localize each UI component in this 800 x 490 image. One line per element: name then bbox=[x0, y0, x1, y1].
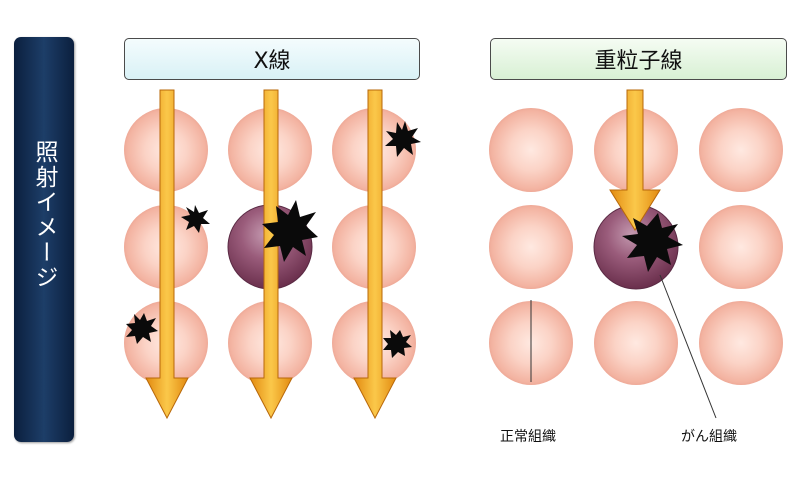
cancer-tissue-leader bbox=[659, 274, 717, 419]
xray-beam-arrow bbox=[353, 89, 397, 420]
damage-burst bbox=[622, 213, 683, 272]
damage-burst bbox=[126, 313, 158, 344]
side-bar bbox=[14, 37, 74, 442]
particle-beam bbox=[609, 89, 661, 231]
damage-burst bbox=[262, 200, 318, 262]
xray-beam-arrow bbox=[145, 89, 189, 420]
normal-cell bbox=[699, 205, 783, 289]
normal-cell bbox=[489, 108, 573, 192]
side-label: 照射イメージ bbox=[31, 140, 57, 290]
normal-cell bbox=[699, 108, 783, 192]
normal-cell bbox=[489, 205, 573, 289]
normal-tissue-label: 正常組織 bbox=[500, 429, 556, 445]
normal-cell bbox=[699, 301, 783, 385]
particle-header: 重粒子線 bbox=[490, 38, 787, 80]
xray-beam-arrow bbox=[249, 89, 293, 420]
xray-beam bbox=[353, 89, 397, 420]
damage-burst bbox=[385, 121, 421, 157]
cancer-tissue-label: がん組織 bbox=[681, 429, 737, 445]
damage-bursts bbox=[126, 121, 683, 358]
xray-beam bbox=[145, 89, 189, 420]
normal-cell bbox=[594, 301, 678, 385]
xray-header: X線 bbox=[124, 38, 420, 80]
xray-beam bbox=[249, 89, 293, 420]
damage-burst bbox=[181, 205, 210, 233]
damage-burst bbox=[383, 330, 412, 358]
particle-beam-arrow bbox=[609, 89, 661, 231]
